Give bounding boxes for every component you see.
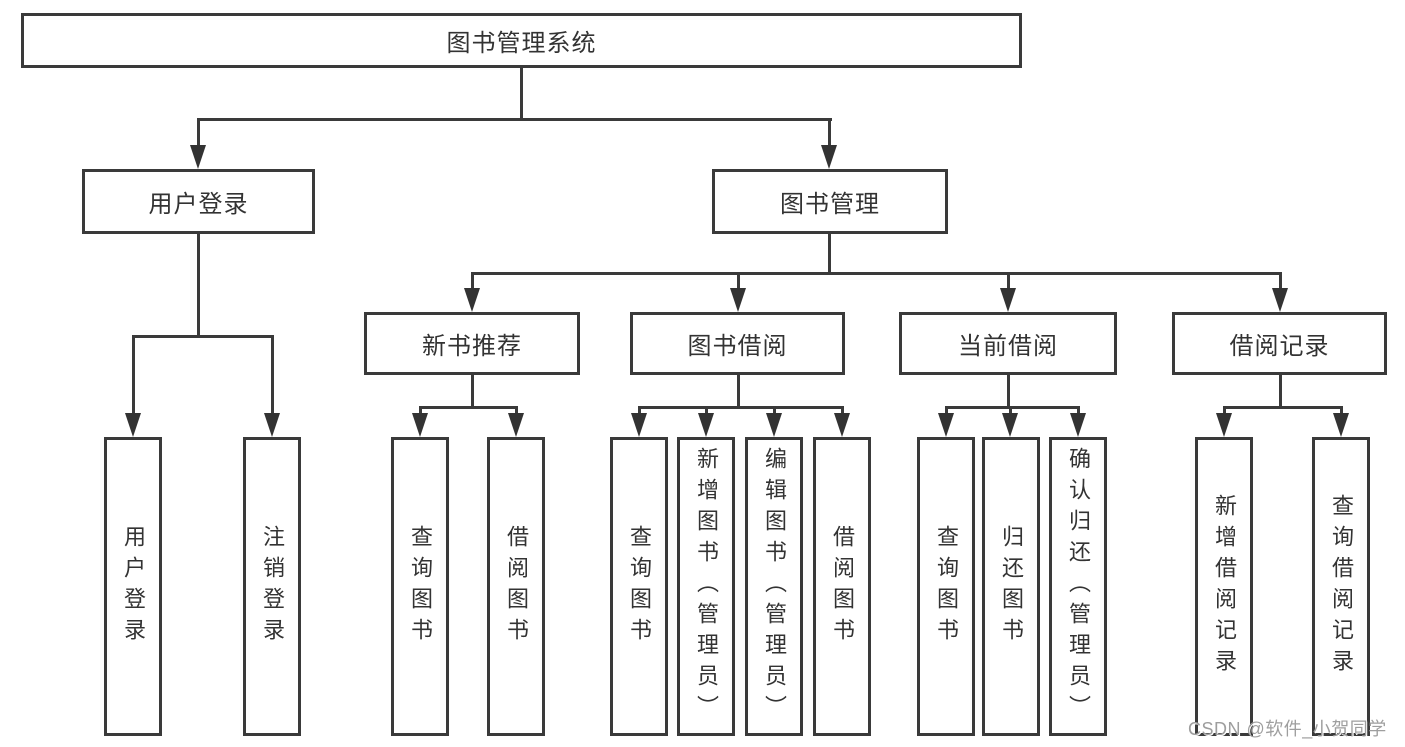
connector-vline: [1007, 272, 1010, 288]
arrow-down-icon: [1216, 413, 1232, 437]
connector-vline: [1077, 406, 1080, 415]
leaf-user-login: 用户登录: [104, 437, 162, 736]
connector-hline: [132, 335, 274, 338]
arrow-down-icon: [1070, 413, 1086, 437]
leaf-query-books-borrow: 查询图书: [610, 437, 668, 736]
leaf-label: 查询图书: [627, 524, 652, 649]
leaf-label: 编辑图书（管理员）: [762, 447, 787, 726]
leaf-label: 借阅图书: [504, 524, 529, 649]
leaf-logout: 注销登录: [243, 437, 301, 736]
leaf-label: 新增图书（管理员）: [694, 447, 719, 726]
node-user-login: 用户登录: [82, 169, 315, 234]
arrow-down-icon: [464, 288, 480, 312]
connector-vline: [945, 406, 948, 415]
arrow-down-icon: [1272, 288, 1288, 312]
connector-vline: [638, 406, 641, 415]
connector-hline: [471, 272, 1281, 275]
connector-vline: [1009, 406, 1012, 415]
leaf-add-book-admin: 新增图书（管理员）: [677, 437, 735, 736]
connector-vline: [197, 118, 200, 147]
leaf-borrow-books-recommend: 借阅图书: [487, 437, 545, 736]
connector-vline: [271, 335, 274, 415]
connector-vline: [705, 406, 708, 415]
arrow-down-icon: [125, 413, 141, 437]
connector-vline: [1279, 272, 1282, 288]
leaf-return-book: 归还图书: [982, 437, 1040, 736]
connector-vline: [828, 118, 831, 147]
connector-vline: [773, 406, 776, 415]
arrow-down-icon: [190, 145, 206, 169]
connector-vline: [1279, 375, 1282, 408]
leaf-label: 用户登录: [121, 524, 146, 649]
connector-vline: [197, 234, 200, 337]
leaf-label: 注销登录: [260, 524, 285, 649]
connector-vline: [515, 406, 518, 415]
leaf-label: 查询借阅记录: [1329, 493, 1354, 680]
arrow-down-icon: [698, 413, 714, 437]
leaf-label: 查询图书: [408, 524, 433, 649]
connector-vline: [132, 335, 135, 415]
arrow-down-icon: [938, 413, 954, 437]
leaf-label: 借阅图书: [830, 524, 855, 649]
arrow-down-icon: [412, 413, 428, 437]
node-library-system: 图书管理系统: [21, 13, 1022, 68]
connector-vline: [1340, 406, 1343, 415]
connector-hline: [638, 406, 844, 409]
leaf-label: 确认归还（管理员）: [1066, 447, 1091, 726]
connector-vline: [471, 375, 474, 408]
connector-vline: [737, 272, 740, 288]
node-borrow-records: 借阅记录: [1172, 312, 1387, 375]
leaf-query-borrow-record: 查询借阅记录: [1312, 437, 1370, 736]
arrow-down-icon: [631, 413, 647, 437]
connector-vline: [828, 234, 831, 274]
node-new-book-recommend: 新书推荐: [364, 312, 580, 375]
connector-hline: [1223, 406, 1343, 409]
arrow-down-icon: [1333, 413, 1349, 437]
arrow-down-icon: [821, 145, 837, 169]
leaf-label: 新增借阅记录: [1212, 493, 1237, 680]
leaf-borrow-books: 借阅图书: [813, 437, 871, 736]
leaf-label: 查询图书: [934, 524, 959, 649]
leaf-edit-book-admin: 编辑图书（管理员）: [745, 437, 803, 736]
leaf-query-books-recommend: 查询图书: [391, 437, 449, 736]
connector-vline: [1223, 406, 1226, 415]
connector-vline: [520, 68, 523, 120]
connector-vline: [471, 272, 474, 288]
arrow-down-icon: [1000, 288, 1016, 312]
arrow-down-icon: [834, 413, 850, 437]
node-book-management: 图书管理: [712, 169, 948, 234]
connector-vline: [737, 375, 740, 408]
arrow-down-icon: [264, 413, 280, 437]
connector-hline: [419, 406, 518, 409]
connector-vline: [841, 406, 844, 415]
arrow-down-icon: [1002, 413, 1018, 437]
csdn-watermark: CSDN @软件_小贺同学: [1188, 719, 1387, 739]
connector-vline: [419, 406, 422, 415]
connector-hline: [945, 406, 1080, 409]
arrow-down-icon: [508, 413, 524, 437]
leaf-label: 归还图书: [999, 524, 1024, 649]
arrow-down-icon: [766, 413, 782, 437]
node-book-borrow: 图书借阅: [630, 312, 845, 375]
leaf-confirm-return-admin: 确认归还（管理员）: [1049, 437, 1107, 736]
node-current-borrow: 当前借阅: [899, 312, 1117, 375]
arrow-down-icon: [730, 288, 746, 312]
leaf-add-borrow-record: 新增借阅记录: [1195, 437, 1253, 736]
leaf-query-books-current: 查询图书: [917, 437, 975, 736]
connector-hline: [197, 118, 832, 121]
connector-vline: [1007, 375, 1010, 408]
